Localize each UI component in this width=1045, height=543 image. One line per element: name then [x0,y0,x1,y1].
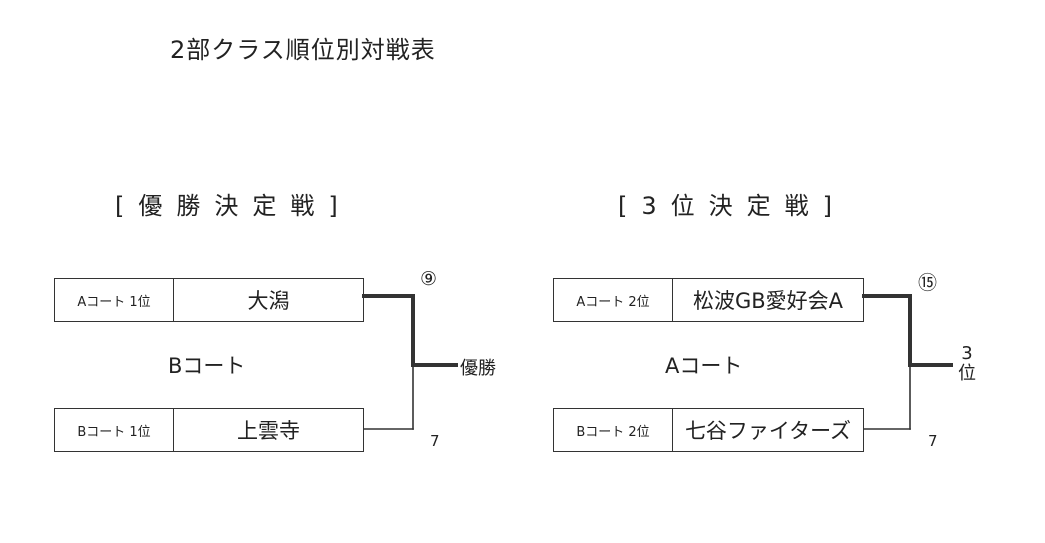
page-title: 2部クラス順位別対戦表 [170,36,436,64]
final-result-label: 優勝 [460,358,496,379]
third-time: 7 [928,432,938,450]
third-team-2: Bコート 2位 七谷ファイターズ [553,408,864,452]
team-slot: Bコート 1位 [55,409,174,451]
team-name: 松波GB愛好会A [692,289,844,313]
final-match-number: ⑨ [420,268,438,290]
third-result-line-1: 3 [961,343,973,364]
third-court: Aコート [665,354,743,378]
team-name: 大潟 [247,289,290,313]
team-slot: Bコート 2位 [554,409,673,451]
final-team-2: Bコート 1位 上雲寺 [54,408,364,452]
final-heading: [優勝決定戦] [115,192,352,220]
team-name: 七谷ファイターズ [684,419,852,443]
final-team-1: Aコート 1位 大潟 [54,278,364,322]
third-result-line-2: 位 [958,363,976,384]
third-result-label: 3 位 [955,344,979,384]
final-time: 7 [430,432,440,450]
third-team-1: Aコート 2位 松波GB愛好会A [553,278,864,322]
team-slot: Aコート 1位 [55,279,174,321]
third-match-number: ⑮ [918,272,938,294]
team-name: 上雲寺 [237,419,300,443]
team-slot: Aコート 2位 [554,279,673,321]
final-court: Bコート [168,354,246,378]
third-place-heading: [3位決定戦] [618,192,846,220]
